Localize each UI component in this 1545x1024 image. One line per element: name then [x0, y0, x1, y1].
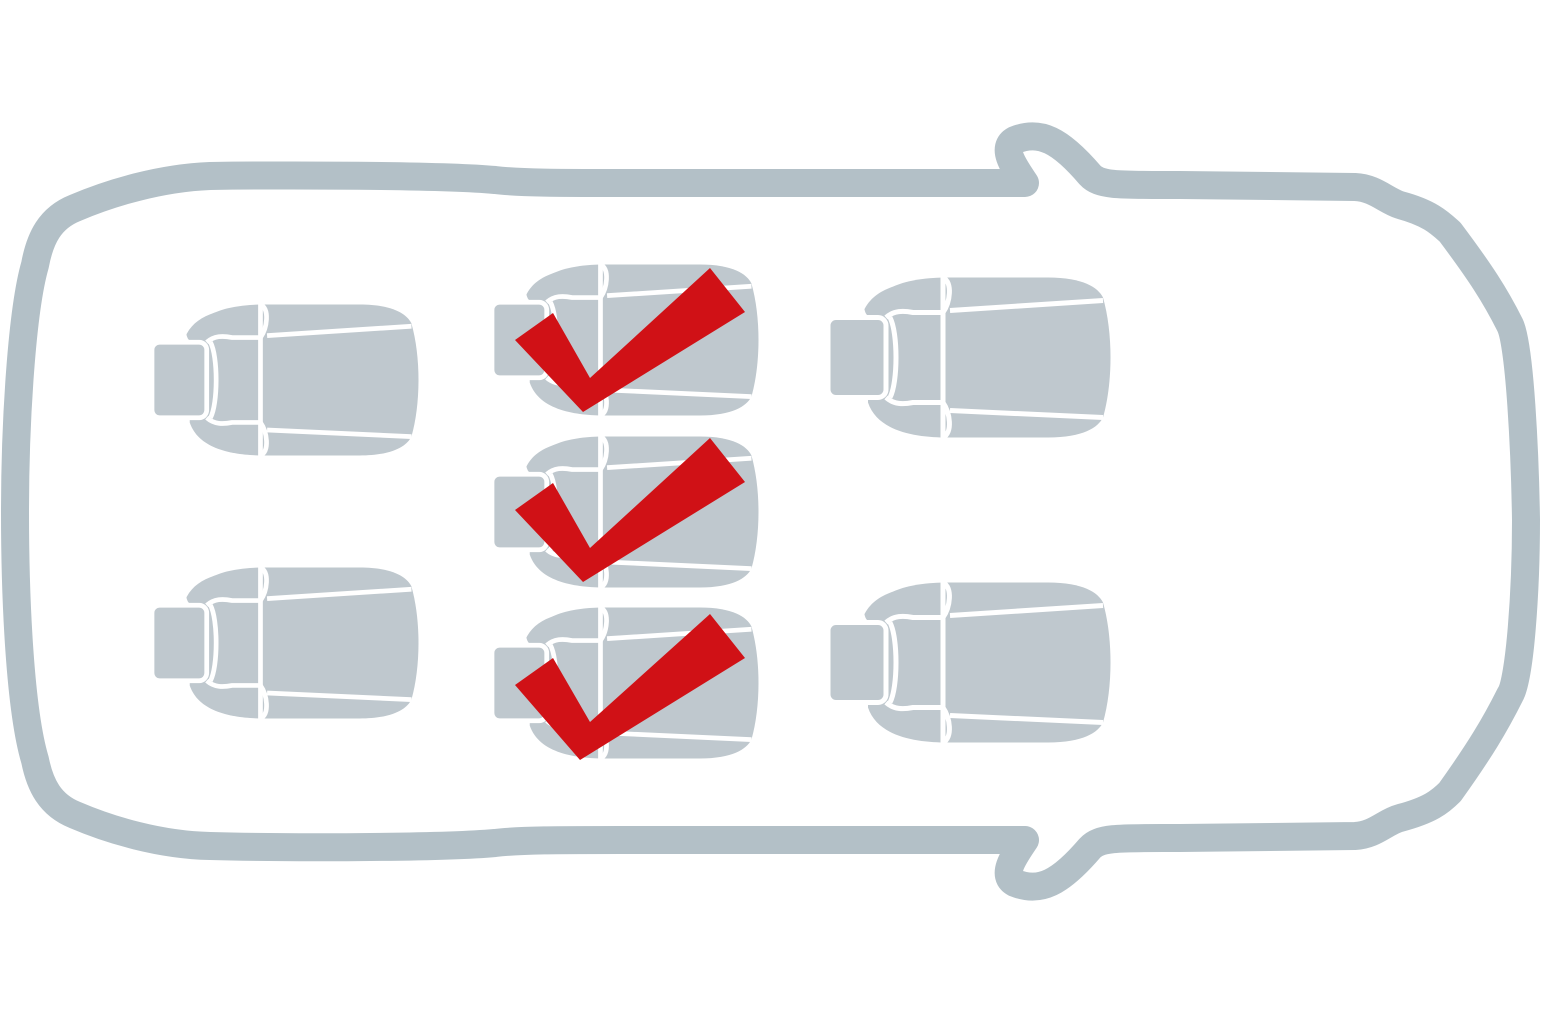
seat-icon[interactable] — [152, 568, 418, 719]
seat-icon[interactable] — [828, 278, 1111, 438]
seat-icon[interactable] — [828, 583, 1111, 743]
car-outline — [1, 122, 1540, 901]
checks-group — [515, 268, 745, 760]
red-checkmark-icon — [515, 614, 745, 760]
red-checkmark-icon — [515, 268, 745, 412]
red-checkmark-icon — [515, 438, 745, 582]
seat-icon[interactable] — [152, 305, 418, 456]
